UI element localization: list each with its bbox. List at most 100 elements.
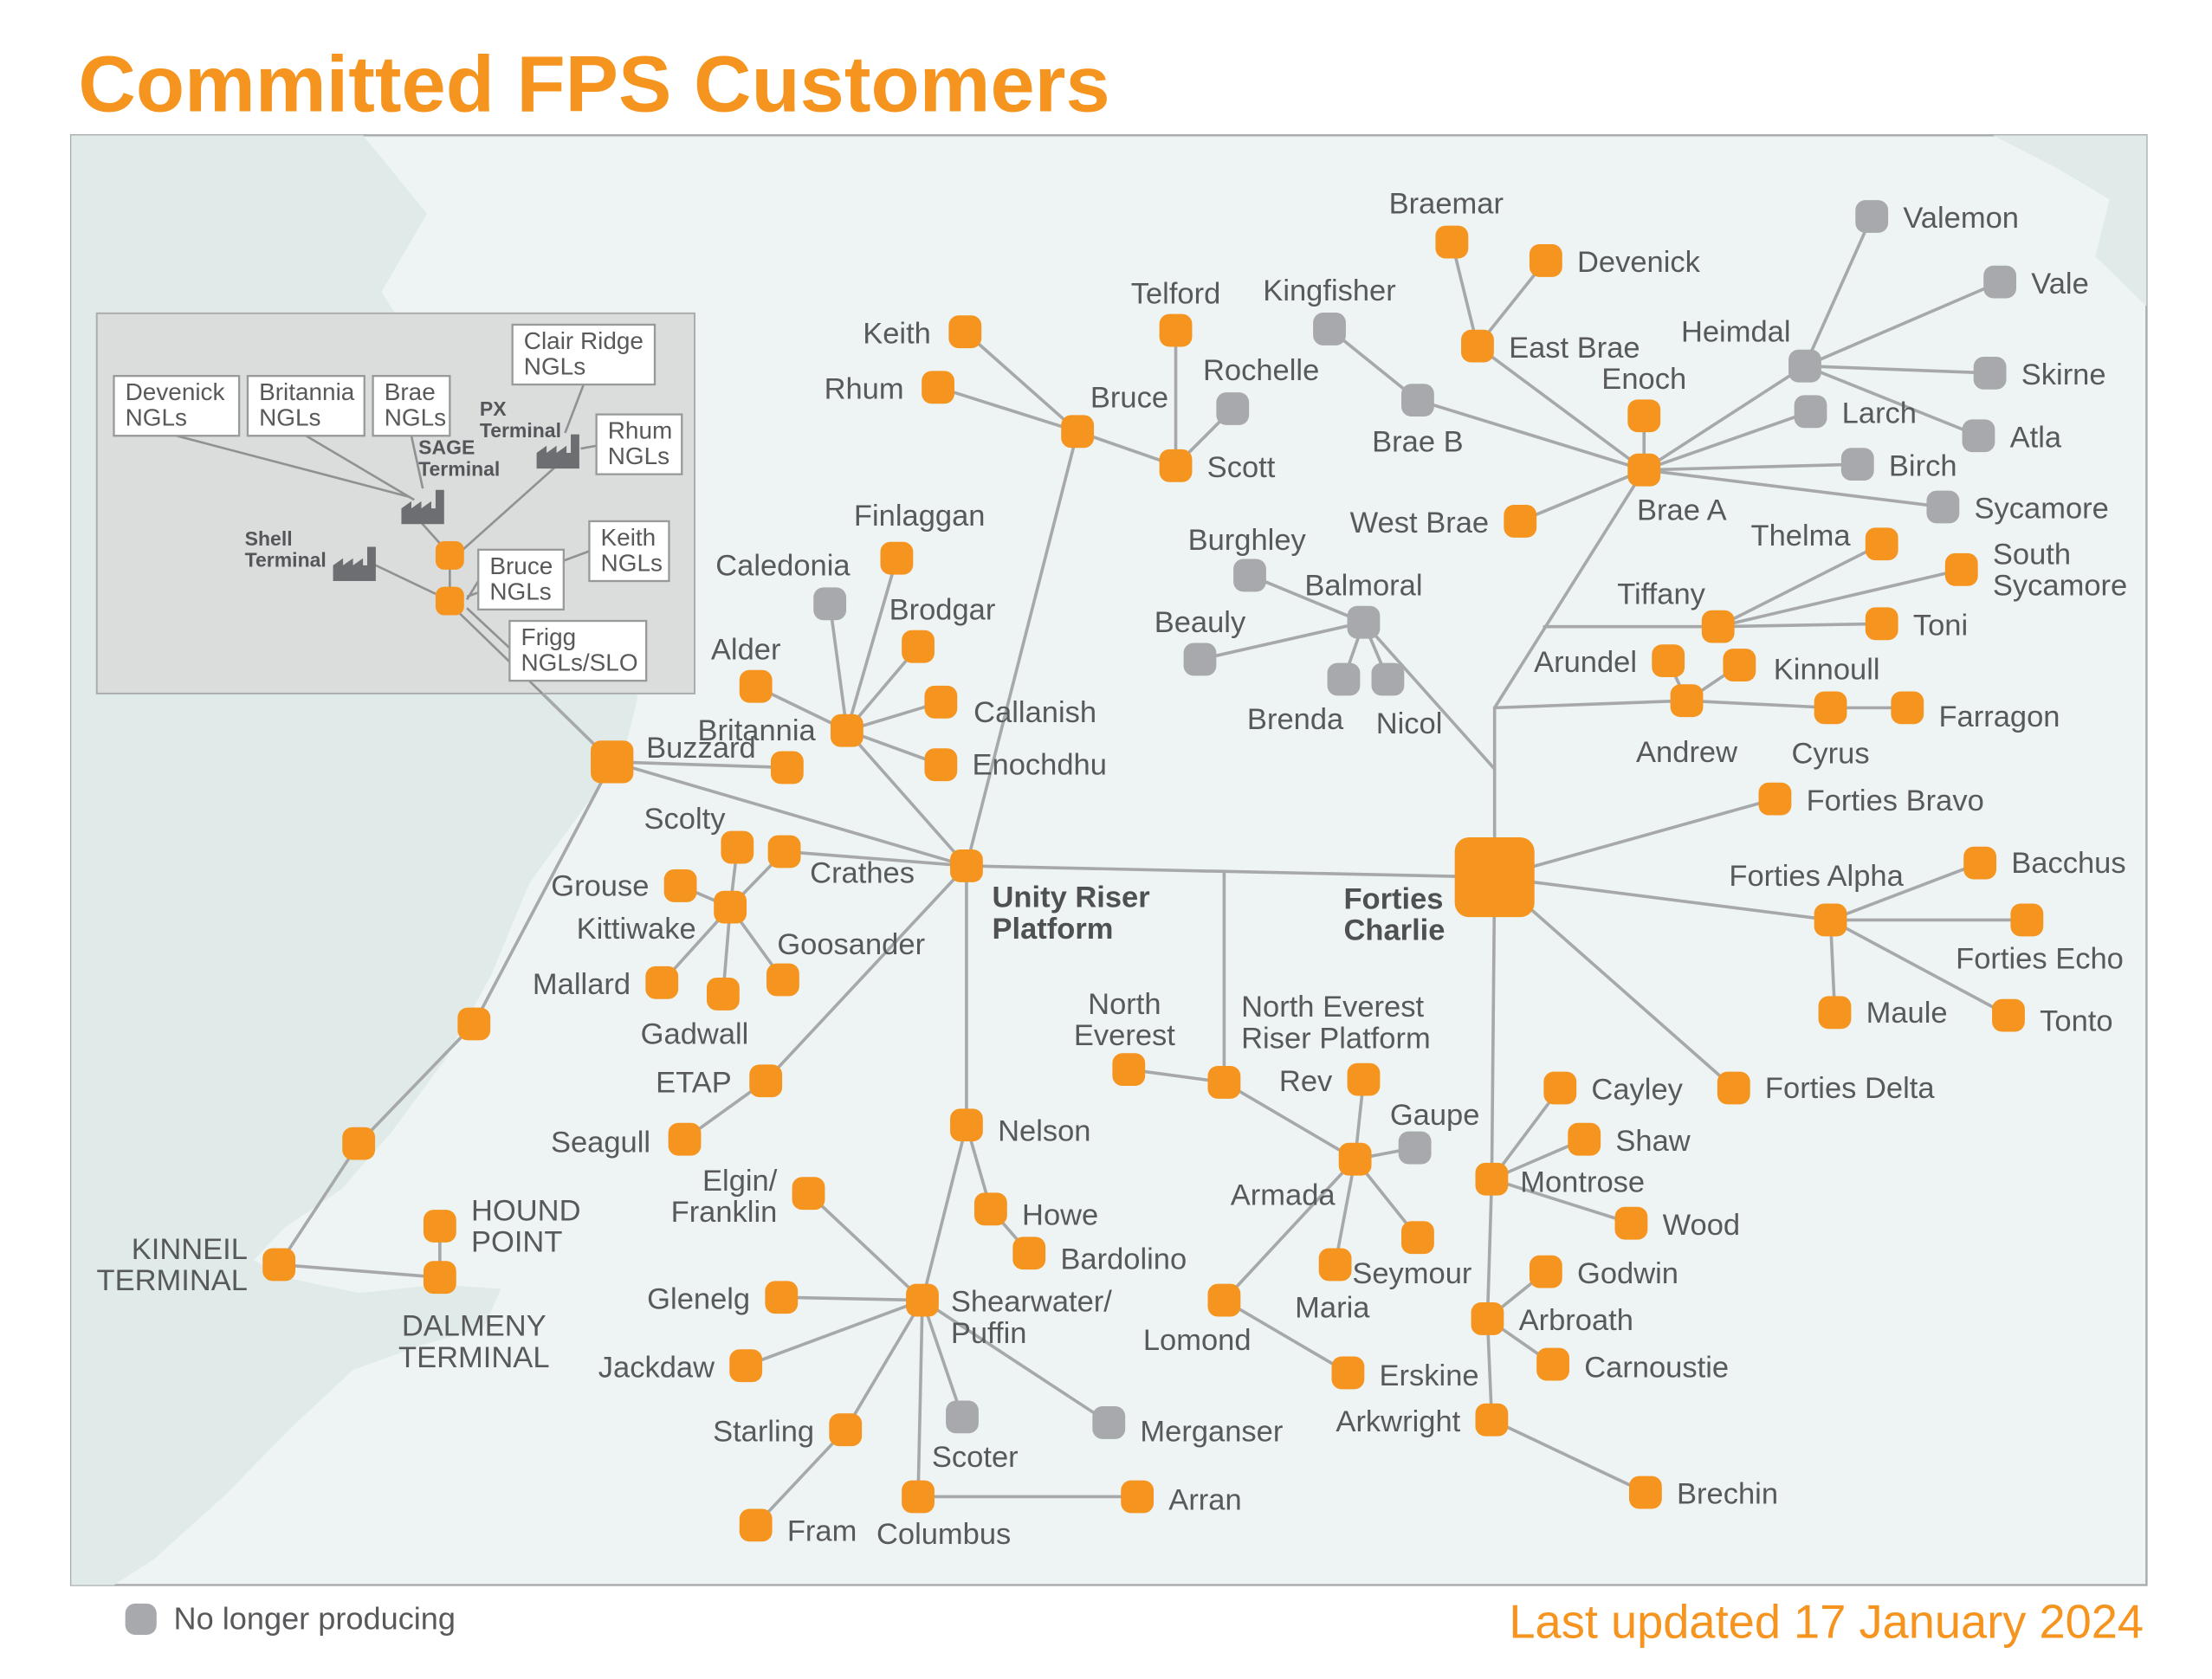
node-starling	[829, 1413, 863, 1447]
label-skirne: Skirne	[2021, 358, 2106, 391]
landmass-norway	[1992, 135, 2147, 307]
label-cyrus: Cyrus	[1791, 738, 1869, 771]
label-braemar: Braemar	[1389, 188, 1504, 221]
pipeline-edge	[1642, 468, 1945, 509]
pipeline-edge	[754, 1428, 848, 1527]
label-tonto: Tonto	[2040, 1005, 2112, 1038]
node-cyrus	[1814, 691, 1847, 725]
node-coast1	[457, 1007, 491, 1041]
node-lomond	[1207, 1283, 1241, 1317]
pipeline-edge	[1685, 699, 1833, 710]
node-merganser	[1092, 1406, 1126, 1439]
pipeline-edge	[845, 728, 968, 868]
label-larch: Larch	[1842, 397, 1917, 429]
pipeline-edge	[1492, 699, 1689, 710]
node-valemon	[1855, 200, 1889, 233]
node-seymour	[1401, 1221, 1434, 1255]
node-forties-echo	[2010, 903, 2044, 937]
node-elgin-franklin	[792, 1177, 825, 1211]
label-starling: Starling	[713, 1415, 814, 1448]
inset-node-1	[435, 540, 464, 570]
pipeline-edge	[357, 1022, 476, 1146]
label-balmoral: Balmoral	[1304, 569, 1422, 602]
label-devenick: Devenick	[1577, 246, 1701, 279]
label-scolty: Scolty	[644, 803, 727, 836]
pipeline-edge	[472, 760, 614, 1026]
node-gaupe	[1398, 1131, 1432, 1165]
node-hound-point	[423, 1210, 456, 1243]
label-beauly: Beauly	[1155, 606, 1246, 639]
node-arkwright	[1475, 1403, 1509, 1437]
inset-line	[465, 580, 480, 601]
px-terminal-icon	[536, 434, 579, 469]
inset-box-clair-ridge-ngls	[511, 323, 656, 386]
label-britannia: Britannia	[698, 714, 817, 747]
label-grouse: Grouse	[551, 869, 649, 902]
pipeline-edge	[1642, 462, 1860, 472]
node-bacchus	[1963, 846, 1997, 880]
label-keith: Keith	[863, 317, 931, 350]
pipeline-edge	[1450, 240, 1479, 348]
pipeline-edge	[844, 1298, 924, 1432]
node-buzzard	[770, 751, 804, 785]
pipeline-edge	[828, 602, 849, 733]
node-brae-a	[1627, 453, 1661, 487]
label-west-brae: West Brae	[1350, 507, 1489, 539]
node-rochelle	[1216, 392, 1250, 425]
pipeline-edge	[1803, 280, 2002, 368]
pipeline-edge	[921, 1123, 968, 1302]
legend-gray-node	[125, 1603, 157, 1636]
label-toni: Toni	[1913, 609, 1968, 642]
node-ne-riser	[1207, 1065, 1241, 1099]
label-cayley: Cayley	[1591, 1074, 1683, 1107]
pipeline-edge	[610, 760, 968, 868]
node-columbus	[902, 1480, 935, 1514]
node-armada	[1338, 1142, 1372, 1176]
inset-box-keith-ngls	[588, 520, 670, 583]
node-east-brae	[1461, 329, 1494, 363]
label-kittiwake: Kittiwake	[577, 913, 696, 946]
node-thelma	[1865, 527, 1898, 561]
legend: No longer producing	[125, 1600, 456, 1636]
pipeline-edge	[921, 1298, 1111, 1424]
node-arundel	[1652, 644, 1685, 678]
label-etap: ETAP	[656, 1066, 732, 1099]
pipeline-edge	[610, 760, 789, 770]
label-burghley: Burghley	[1188, 524, 1307, 557]
pipeline-edge	[1803, 215, 1874, 368]
node-maria	[1318, 1248, 1352, 1282]
node-fram	[739, 1508, 773, 1542]
inset-line	[372, 563, 437, 595]
label-armada: Armada	[1231, 1179, 1336, 1211]
node-brechin	[1628, 1476, 1662, 1509]
pipeline-edge	[1492, 468, 1646, 710]
inset-box-rhum-ngls	[595, 413, 683, 475]
pipeline-edge	[1518, 468, 1646, 523]
node-bruce	[1061, 415, 1095, 449]
label-lomond: Lomond	[1143, 1324, 1252, 1357]
node-goosander	[766, 963, 799, 997]
label-rochelle: Rochelle	[1203, 354, 1319, 387]
label-forties-bravo: Forties Bravo	[1807, 785, 1984, 817]
label-tiffany: Tiffany	[1617, 578, 1705, 610]
label-callanish: Callanish	[973, 696, 1096, 729]
pipeline-edge	[1803, 364, 1992, 375]
node-maule	[1818, 996, 1852, 1030]
node-shearwater	[906, 1283, 939, 1317]
pipeline-edge	[1222, 1298, 1350, 1375]
node-devenick	[1529, 244, 1562, 277]
label-mallard: Mallard	[533, 968, 631, 1001]
node-howe	[973, 1192, 1007, 1226]
pipeline-edge	[1361, 620, 1497, 771]
node-bardolino	[1012, 1237, 1046, 1270]
pipeline-edge	[764, 864, 968, 1083]
node-birch	[1840, 448, 1874, 481]
label-kinnoull: Kinnoull	[1774, 653, 1880, 686]
landmass-island-2	[211, 149, 287, 193]
pipeline-edge	[1333, 1157, 1357, 1267]
